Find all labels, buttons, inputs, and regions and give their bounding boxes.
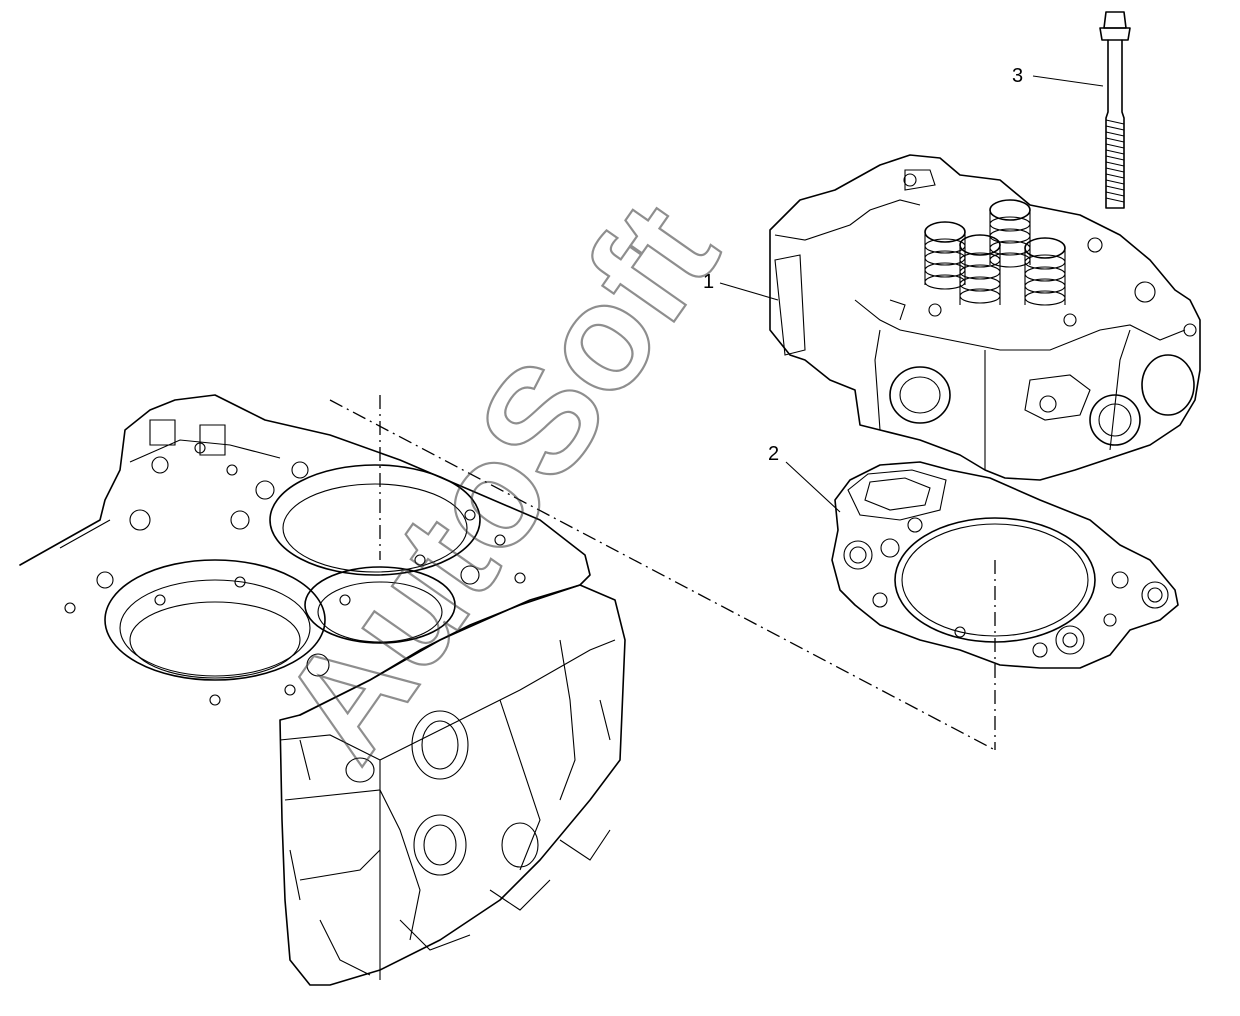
valve-spring-2 bbox=[989, 199, 1031, 268]
alignment-lines bbox=[329, 395, 996, 751]
callout-2: 2 bbox=[768, 443, 779, 465]
head-bolt bbox=[1099, 11, 1131, 209]
leader-line-2 bbox=[785, 461, 841, 513]
cylinder-head bbox=[769, 154, 1201, 481]
leader-line-3 bbox=[1032, 75, 1104, 87]
leader-line-1 bbox=[719, 282, 779, 301]
callout-1: 1 bbox=[703, 271, 714, 293]
valve-spring-3 bbox=[959, 234, 1001, 305]
engine-block bbox=[19, 394, 626, 986]
valve-spring-1 bbox=[924, 221, 966, 290]
watermark-text: AutoSoft bbox=[249, 173, 750, 788]
callout-3: 3 bbox=[1012, 65, 1023, 87]
head-gasket bbox=[831, 461, 1179, 669]
valve-spring-4 bbox=[1024, 237, 1066, 306]
